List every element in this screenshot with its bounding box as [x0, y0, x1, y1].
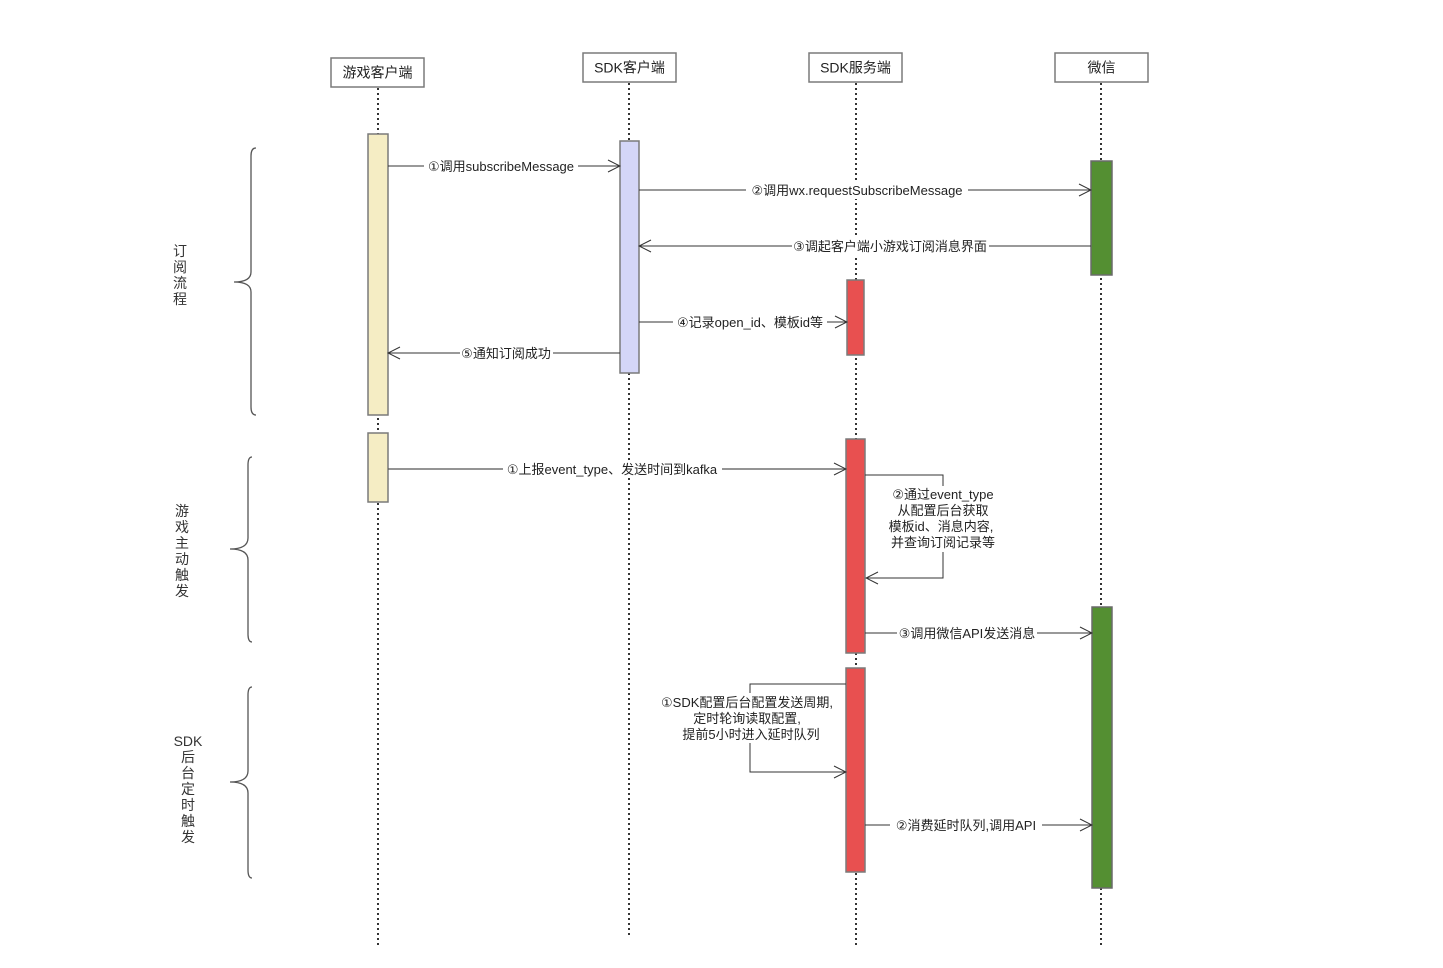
activations: [367, 133, 1113, 889]
activation-sdk-client-1[interactable]: [619, 140, 640, 374]
message-m1[interactable]: ①调用subscribeMessage: [388, 157, 620, 175]
activation-sdk-server-1[interactable]: [846, 279, 865, 356]
group-label-char: 定: [181, 781, 195, 797]
message-label: ②消费延时队列,调用API: [896, 818, 1036, 833]
participant-label: 游戏客户端: [343, 65, 413, 81]
message-label-line: 定时轮询读取配置,: [693, 711, 801, 726]
message-label: ④记录open_id、模板id等: [677, 315, 823, 330]
message-label: ③调用微信API发送消息: [899, 626, 1036, 641]
participant-wechat[interactable]: 微信: [1054, 52, 1149, 83]
message-label-line: 模板id、消息内容,: [889, 519, 994, 534]
participant-sdk-server[interactable]: SDK服务端: [808, 52, 903, 83]
message-m4[interactable]: ④记录open_id、模板id等: [639, 313, 847, 331]
group-label-char: 发: [181, 829, 195, 845]
message-m10[interactable]: ②消费延时队列,调用API: [865, 816, 1092, 834]
group-game-trigger: 游 戏 主 动 触 发: [175, 456, 253, 643]
group-label-char: 主: [175, 535, 189, 551]
participant-label: SDK服务端: [820, 60, 891, 76]
activation-sdk-server-3[interactable]: [845, 667, 866, 873]
group-label-char: 台: [181, 765, 195, 781]
message-label-line: 从配置后台获取: [897, 503, 988, 518]
participant-sdk-client[interactable]: SDK客户端: [582, 52, 677, 83]
group-label-char: 戏: [175, 519, 189, 535]
brace-icon: [233, 147, 257, 416]
message-m6[interactable]: ①上报event_type、发送时间到kafka: [388, 460, 846, 478]
message-label-line: 提前5小时进入延时队列: [682, 727, 819, 742]
group-label-char: 触: [175, 567, 189, 583]
activation-game-client-1[interactable]: [367, 133, 389, 416]
participant-game-client[interactable]: 游戏客户端: [330, 57, 425, 88]
activation-game-client-2[interactable]: [367, 432, 389, 503]
message-label-line: ②通过event_type: [892, 487, 993, 502]
group-label-char: 后: [181, 749, 195, 765]
group-label-char: 触: [181, 813, 195, 829]
activation-wechat-2[interactable]: [1091, 606, 1113, 889]
message-label: ①上报event_type、发送时间到kafka: [507, 462, 718, 477]
group-label-char: 动: [175, 551, 189, 567]
message-m3[interactable]: ③调起客户端小游戏订阅消息界面: [639, 237, 1091, 255]
message-m8[interactable]: ③调用微信API发送消息: [865, 624, 1092, 642]
group-label-char: SDK: [174, 733, 203, 749]
message-label: ②调用wx.requestSubscribeMessage: [751, 183, 962, 198]
message-m2[interactable]: ②调用wx.requestSubscribeMessage: [639, 181, 1091, 199]
participant-label: 微信: [1088, 60, 1116, 76]
message-label: ①调用subscribeMessage: [428, 159, 574, 174]
activation-sdk-server-2[interactable]: [845, 438, 866, 654]
brace-icon: [229, 686, 253, 879]
group-label-char: 发: [175, 583, 189, 599]
group-sdk-timer-trigger: SDK 后 台 定 时 触 发: [174, 686, 253, 879]
message-label: ⑤通知订阅成功: [461, 346, 551, 361]
participant-label: SDK客户端: [594, 60, 665, 76]
group-subscribe-flow: 订 阅 流 程: [173, 147, 257, 416]
group-label-char: 游: [175, 503, 189, 519]
group-label-char: 订: [173, 243, 187, 259]
group-label-char: 时: [181, 797, 195, 813]
message-m7[interactable]: ②通过event_type 从配置后台获取 模板id、消息内容, 并查询订阅记录…: [865, 474, 1002, 578]
group-label-char: 程: [173, 291, 187, 307]
group-label-char: 流: [173, 275, 187, 291]
message-label-line: ①SDK配置后台配置发送周期,: [661, 695, 833, 710]
message-label-line: 并查询订阅记录等: [891, 535, 995, 550]
message-m9[interactable]: ①SDK配置后台配置发送周期, 定时轮询读取配置, 提前5小时进入延时队列: [658, 683, 846, 772]
brace-icon: [229, 456, 253, 643]
group-label-char: 阅: [173, 259, 187, 275]
message-label: ③调起客户端小游戏订阅消息界面: [793, 239, 987, 254]
message-m5[interactable]: ⑤通知订阅成功: [388, 344, 620, 362]
activation-wechat-1[interactable]: [1090, 160, 1113, 276]
